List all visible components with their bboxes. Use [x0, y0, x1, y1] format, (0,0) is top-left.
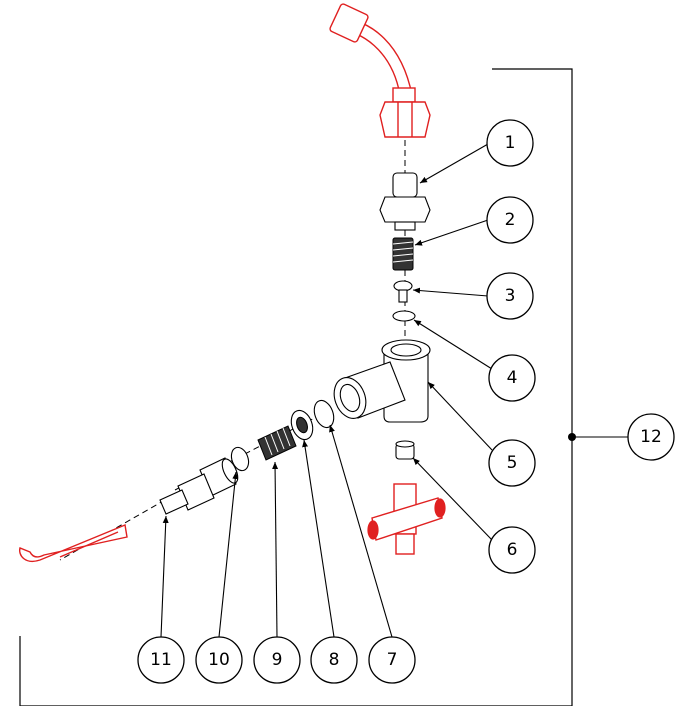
part-1-fitting: [379, 172, 431, 231]
balloon-10: 10: [195, 636, 243, 684]
balloon-6: 6: [488, 526, 536, 574]
part-5-tee-body: [333, 339, 431, 423]
lower-hose-reference: [18, 524, 128, 562]
balloon-8: 8: [310, 636, 358, 684]
balloon-4: 4: [488, 354, 536, 402]
balloon-7: 7: [368, 636, 416, 684]
balloon-8-label: 8: [329, 650, 340, 670]
balloon-5: 5: [488, 439, 536, 487]
balloon-12: 12: [627, 413, 675, 461]
balloon-10-label: 10: [208, 650, 230, 670]
balloon-4-label: 4: [507, 368, 518, 388]
part-7-washer: [313, 399, 335, 429]
balloon-11-label: 11: [150, 650, 172, 670]
balloon-11: 11: [137, 636, 185, 684]
balloon-1: 1: [486, 119, 534, 167]
assembly-bracket: [19, 68, 628, 706]
part-11-barb-fitting: [159, 457, 239, 515]
cross-fitting-reference: [367, 483, 446, 555]
balloon-3: 3: [486, 272, 534, 320]
balloon-9: 9: [253, 636, 301, 684]
part-6-cap: [395, 440, 415, 460]
balloon-12-label: 12: [640, 427, 662, 447]
part-8-nut: [290, 409, 314, 441]
part-10-o-ring: [230, 446, 250, 472]
balloon-3-label: 3: [505, 286, 516, 306]
top-hose-reference: [329, 3, 431, 138]
part-4-o-ring: [392, 310, 416, 322]
balloon-6-label: 6: [507, 540, 518, 560]
part-2-spring: [392, 237, 414, 271]
assembly-centerlines: [59, 140, 406, 561]
balloon-5-label: 5: [507, 453, 518, 473]
part-9-spring: [257, 425, 297, 461]
balloon-7-label: 7: [387, 650, 398, 670]
balloon-9-label: 9: [272, 650, 283, 670]
part-3-poppet: [393, 280, 413, 303]
balloon-1-label: 1: [505, 133, 516, 153]
balloon-2: 2: [486, 196, 534, 244]
balloon-2-label: 2: [505, 210, 516, 230]
leader-lines: [160, 143, 493, 638]
